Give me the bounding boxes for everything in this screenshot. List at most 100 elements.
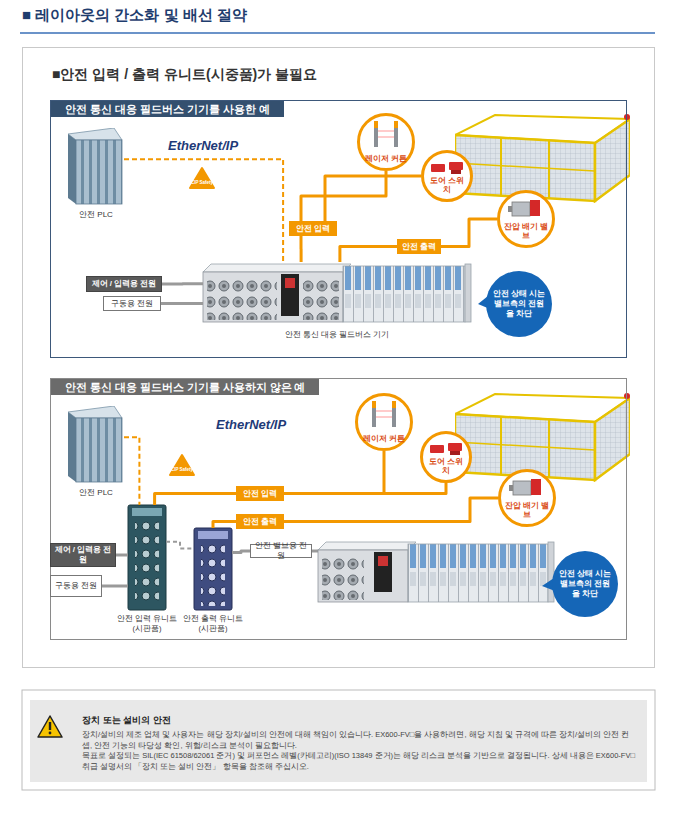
decor-rect [513, 481, 531, 495]
decor-rect [198, 531, 228, 539]
decor-rect [509, 485, 513, 491]
decor-rect [448, 443, 462, 451]
node-text: 레이저 커튼 [363, 154, 409, 163]
decor-line [312, 550, 318, 553]
decor-rect [135, 519, 159, 603]
power-box: 구동용 전원 [50, 575, 102, 597]
decor-polygon [170, 455, 194, 475]
node-text: 목표로 설정되는 SIL(IEC 61508/62061 준거) 및 퍼포먼스 … [82, 751, 635, 772]
node-text: 장치/설비의 제조 업체 및 사용자는 해당 장치/설비의 안전에 대해 책임이… [82, 730, 635, 751]
door-switch: 도어 스위치 [420, 431, 472, 483]
node-text: 잔압 배기 밸브 [504, 501, 550, 519]
decor-rect [132, 508, 162, 516]
wire-connector [124, 437, 139, 505]
decor-polygon [190, 168, 214, 188]
decor-rect [281, 274, 299, 316]
exhaust-valve: 잔압 배기 밸브 [497, 190, 555, 248]
decor-g [509, 479, 541, 495]
wire-connector [162, 282, 203, 285]
node-text: 안전 상태 시는 밸브측의 전원을 차단 [558, 569, 612, 599]
node-text: 안전 통신 대응 필드버스 기기 [163, 330, 511, 340]
node-text: 안전 상태 시는 밸브측의 전원을 차단 [492, 289, 546, 319]
power-box: 제어 / 입력용 전원 [50, 543, 116, 567]
node-text: 안전 PLC [28, 210, 164, 220]
node-text: 도어 스위치 [427, 176, 467, 194]
decor-rect [508, 206, 512, 212]
node-text: 잔압 배기 밸브 [503, 222, 549, 240]
node-text: 안전 출력 [243, 517, 277, 526]
decor-line [20, 32, 655, 34]
wire-connector [232, 551, 250, 553]
decor-rect [201, 542, 225, 606]
decor-rect [207, 276, 277, 320]
decor-g [430, 443, 462, 455]
wire-connector [102, 584, 128, 587]
power-box: 구동용 전원 [103, 296, 161, 311]
node-text: ■안전 입력 / 출력 유니트(시중품)가 불필요 [52, 66, 317, 84]
decor-use [68, 128, 122, 204]
decor-polygon [203, 264, 351, 272]
decor-line [378, 131, 394, 132]
wire-connector [116, 554, 128, 557]
wire-connector [340, 247, 397, 263]
node-text: 구동용 전원 [111, 299, 153, 309]
wire-connector [213, 522, 236, 529]
decor-use [455, 114, 630, 201]
node-text: 안전 통신 대응 필드버스 기기를 사용한 예 [51, 101, 284, 117]
safety-badge: CIP Safety [170, 467, 194, 472]
decor-rect [392, 401, 396, 408]
signal-box: 안전 입력 [289, 221, 337, 236]
decor-use [68, 406, 122, 482]
decor-line [376, 411, 392, 412]
decor-rect [303, 276, 339, 320]
safety-output-unit: 안전 출력 유니트 (시판품) [194, 528, 232, 610]
decor-rect [392, 401, 396, 427]
page-title: ■ 레이아웃의 간소화 및 배선 절약 [22, 6, 247, 25]
wire-connector [155, 494, 236, 506]
decor-g [431, 162, 463, 174]
laser-curtain: 레이저 커튼 [355, 393, 413, 451]
decor-g [128, 505, 166, 610]
decor-rect [343, 266, 465, 322]
decor-g [38, 716, 62, 737]
node-text: 안전 입력 [296, 224, 330, 233]
node-text: 안전 입력 [243, 489, 277, 498]
decor-rect [451, 170, 461, 174]
wire-connector [301, 171, 386, 221]
decor-rect [22, 690, 655, 790]
decor-rect [449, 162, 463, 170]
wire-connector [284, 451, 384, 494]
decor-line [378, 137, 394, 138]
signal-box: 안전 입력 [236, 486, 284, 501]
decor-rect [49, 722, 51, 730]
decor-rect [512, 202, 530, 216]
decor-rect [394, 121, 398, 147]
decor-g [318, 542, 554, 602]
decor-rect [372, 401, 376, 408]
node-text: 안전 통신 대응 필드버스 기기를 사용하지 않은 예 [51, 379, 319, 395]
safety-plc: 안전 PLC [68, 406, 124, 484]
example-panel: 안전 통신 대응 필드버스 기기를 사용한 예안전 PLC 레이저 커튼도어 스위… [50, 100, 627, 358]
door-switch: 도어 스위치 [421, 150, 473, 202]
safety-badge: CIP Safety [190, 180, 214, 185]
decor-rect [431, 164, 445, 172]
power-box: 안전 밸브용 전원 [250, 544, 312, 558]
wire-connector [124, 159, 283, 262]
power-box: 제어 / 입력용 전원 [86, 276, 162, 292]
decor-rect [530, 200, 540, 216]
wire-connector [166, 542, 194, 549]
node-text: 안전 출력 유니트 (시판품) [178, 614, 248, 634]
callout-circle: 안전 상태 시는 밸브측의 전원을 차단 [486, 271, 552, 337]
decor-rect [318, 550, 408, 602]
safety-plc: 안전 PLC [68, 128, 124, 206]
decor-g [372, 401, 396, 427]
wire-connector [441, 219, 497, 247]
decor-rect [465, 264, 471, 322]
decor-rect [374, 121, 378, 147]
decor-rect [374, 552, 392, 592]
decor-rect [450, 451, 460, 455]
decor-line [376, 417, 392, 418]
decor-rect [430, 445, 444, 453]
